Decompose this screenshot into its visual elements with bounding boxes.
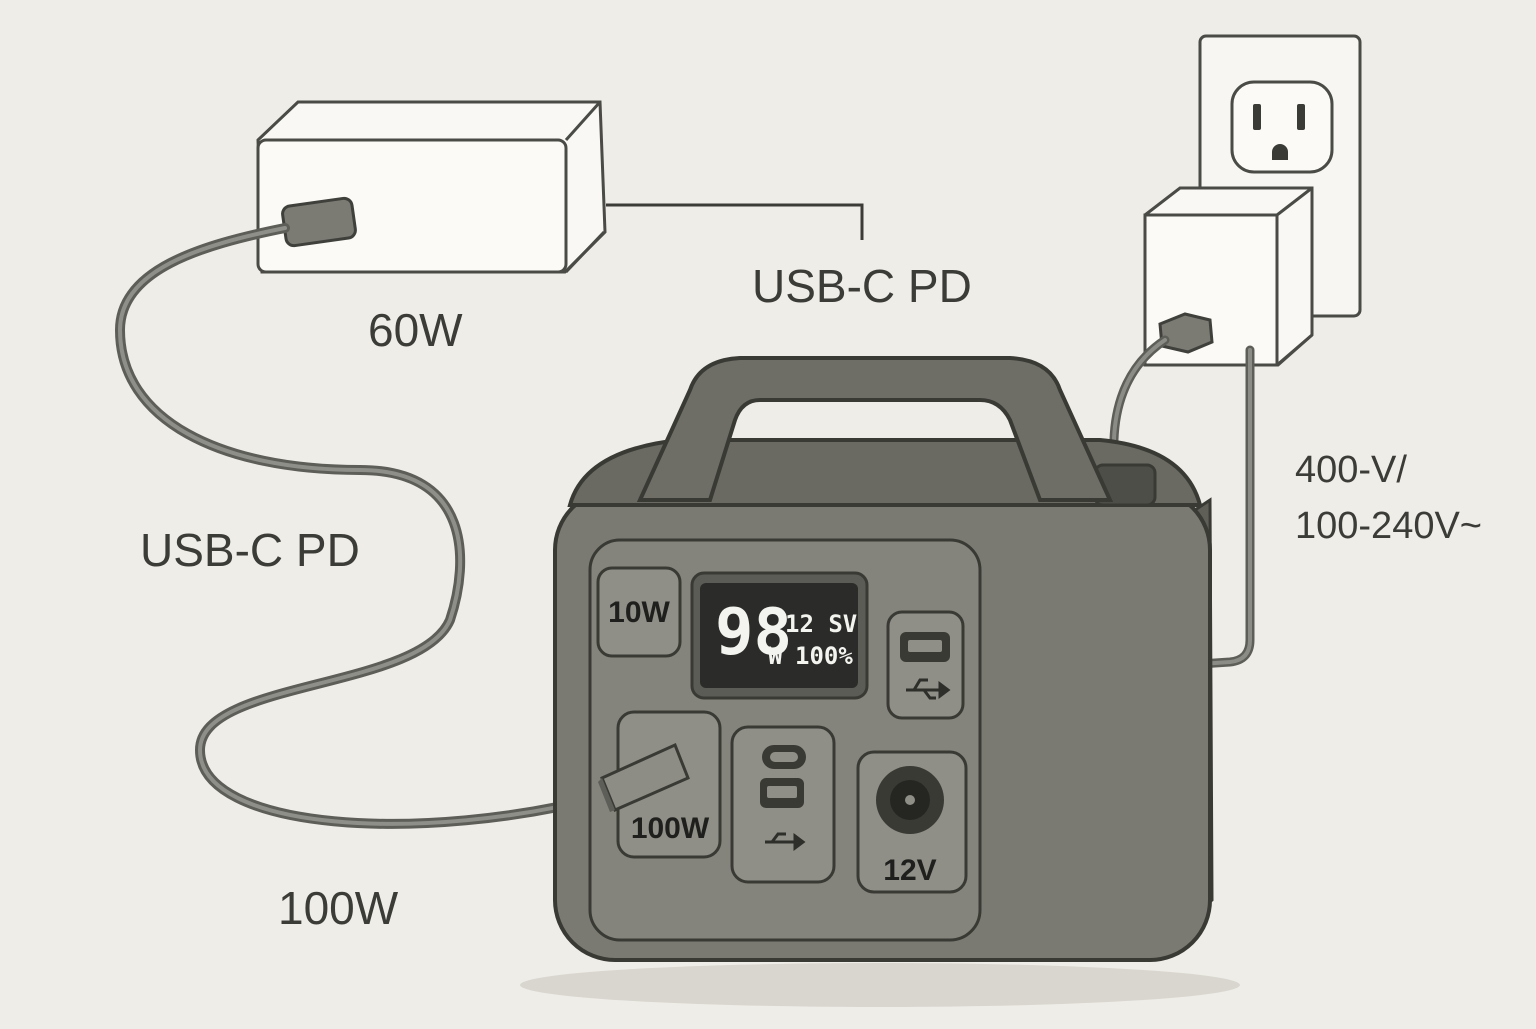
top-cable-type-label: USB-C PD [752,260,972,312]
portable-power-station: 10W 98 12 SV W 100% 100W [520,356,1240,1007]
display-voltage: 12 SV [785,610,857,638]
display-battery: 100% [795,642,853,670]
display-unit: W [768,642,783,670]
usb-c-usb-a-ports[interactable] [730,725,836,884]
usb-a-port-right[interactable] [886,610,965,720]
dc-12v-port[interactable]: 12V [856,750,968,894]
ac-input-label-line2: 100-240V~ [1295,505,1482,547]
usb-a-10w-port[interactable]: 10W [596,566,682,658]
usb-a-port-label: 10W [608,596,670,629]
ac-input-label-line1: 400-V/ [1295,449,1407,491]
input-port-power-label: 100W [278,882,399,934]
dc-port-label: 12V [883,854,936,887]
usb-c-plug [598,742,690,812]
leader-line [606,203,864,240]
usb-icon [765,832,806,851]
ac-adapter [1143,186,1314,367]
lcd-display: 98 12 SV W 100% [690,571,869,700]
usb-icon [906,678,951,700]
charger-power-label: 60W [368,304,463,356]
usb-c-wall-charger [256,100,607,274]
usb-c-port-label: 100W [631,812,710,845]
display-main-value: 98 [715,596,792,670]
left-cable-type-label: USB-C PD [140,524,360,576]
